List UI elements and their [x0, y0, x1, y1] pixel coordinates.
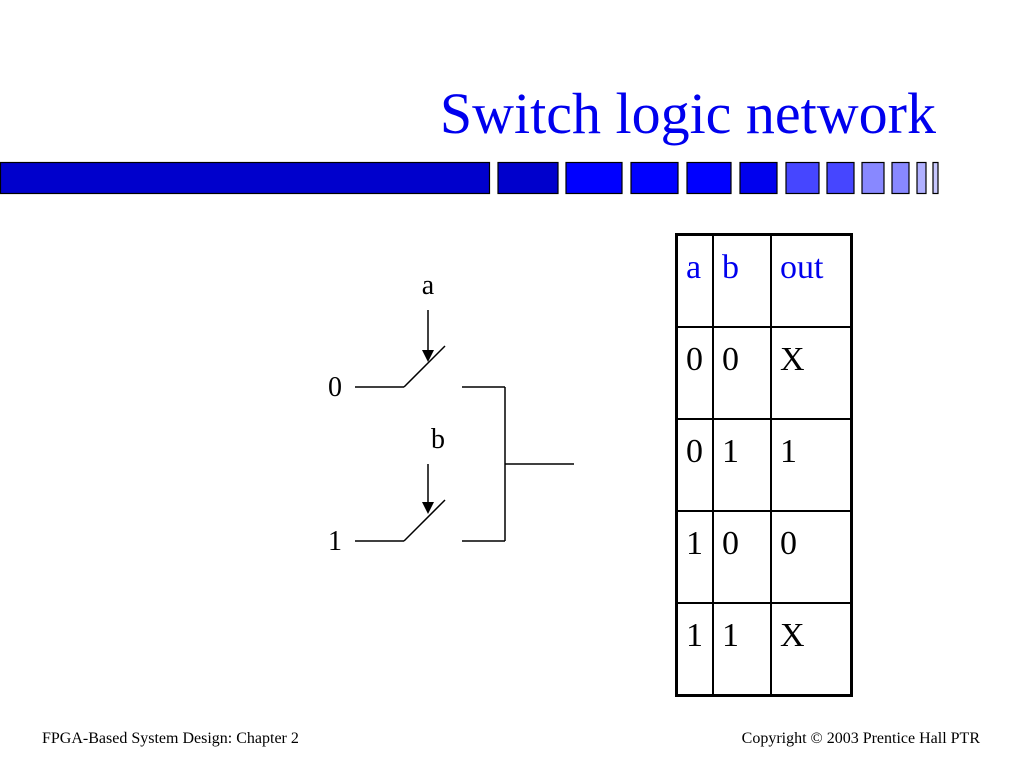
decoration-block — [497, 161, 559, 195]
header-b: b — [712, 233, 772, 328]
decoration-block — [785, 161, 820, 195]
switch-b-label: b — [431, 424, 445, 455]
cell-out: 0 — [770, 510, 853, 604]
cell-a: 1 — [675, 510, 714, 604]
truth-table: a b out 0 0 X 0 1 1 1 0 0 1 1 — [675, 233, 853, 697]
table-row: 0 0 X — [675, 326, 853, 420]
switch-a-label: a — [422, 270, 435, 301]
cell-out: X — [770, 326, 853, 420]
switch-a-contact — [403, 345, 446, 388]
title-decoration-bar — [0, 161, 939, 195]
table-row: 1 1 X — [675, 602, 853, 697]
decoration-block — [826, 161, 855, 195]
cell-out: X — [770, 602, 853, 697]
cell-a: 0 — [675, 326, 714, 420]
cell-a: 1 — [675, 602, 714, 697]
cell-b: 0 — [712, 326, 772, 420]
switch-b-contact — [403, 499, 446, 542]
switch-a-arrowhead — [422, 350, 434, 362]
truth-table-header-row: a b out — [675, 233, 853, 328]
table-row: 1 0 0 — [675, 510, 853, 604]
decoration-block — [861, 161, 885, 195]
decoration-block — [891, 161, 910, 195]
input-1-label: 1 — [328, 526, 342, 557]
slide-title: Switch logic network — [439, 81, 936, 146]
decoration-block — [565, 161, 623, 195]
decoration-block — [630, 161, 679, 195]
decoration-block — [916, 161, 927, 195]
decoration-block — [932, 161, 939, 195]
header-a: a — [675, 233, 714, 328]
cell-b: 1 — [712, 418, 772, 512]
header-out: out — [770, 233, 853, 328]
decoration-block — [739, 161, 778, 195]
cell-out: 1 — [770, 418, 853, 512]
switch-network-diagram: a 0 b 1 — [328, 270, 574, 557]
switch-b-arrowhead — [422, 502, 434, 514]
footer-copyright: Copyright © 2003 Prentice Hall PTR — [741, 730, 980, 747]
cell-b: 1 — [712, 602, 772, 697]
decoration-bar-long — [0, 161, 491, 195]
cell-a: 0 — [675, 418, 714, 512]
table-row: 0 1 1 — [675, 418, 853, 512]
decoration-block — [686, 161, 732, 195]
input-0-label: 0 — [328, 372, 342, 403]
cell-b: 0 — [712, 510, 772, 604]
footer-chapter: FPGA-Based System Design: Chapter 2 — [42, 730, 299, 747]
